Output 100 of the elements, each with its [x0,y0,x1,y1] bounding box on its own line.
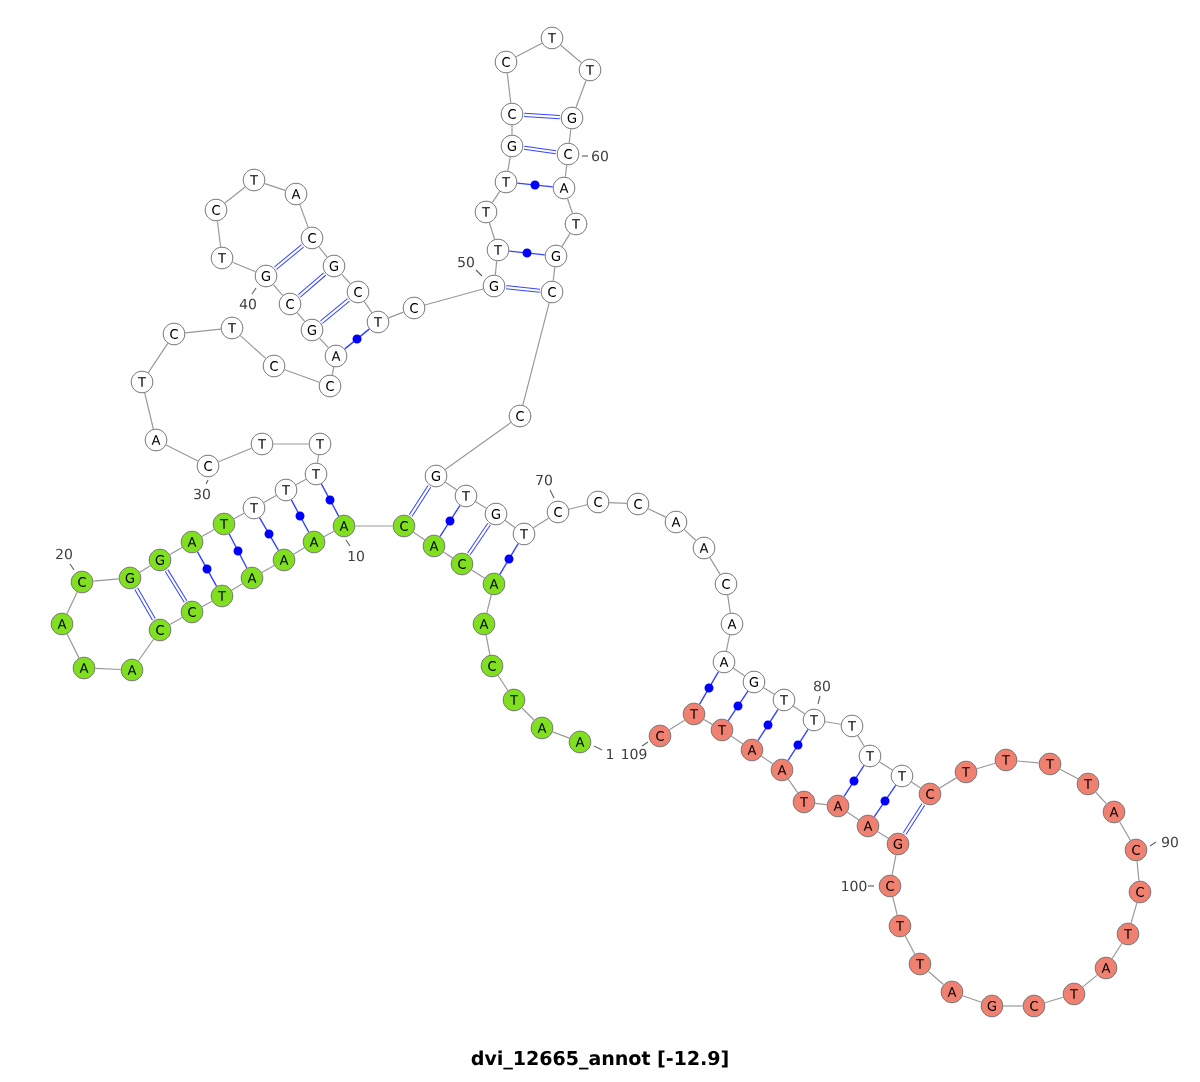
backbone-line [879,761,893,771]
backbone-line [284,369,320,383]
backbone-line [184,328,222,334]
backbone-line [732,667,746,677]
base-pair-line [506,285,540,293]
backbone-line [1002,1005,1024,1007]
backbone-line [442,551,454,559]
backbone-line [217,447,253,463]
backbone-line [488,222,496,240]
base-pair-line [134,587,156,621]
backbone-line [568,504,588,510]
backbone-line [295,478,307,486]
backbone-line [725,634,731,652]
base-pair-line [344,328,370,350]
backbone-line [792,705,806,715]
backbone-line [318,246,328,258]
base-pair-line [787,728,809,762]
backbone-line [1059,768,1079,780]
backbone-line [730,735,744,745]
backbone-line [66,591,78,615]
backbone-line [387,311,405,319]
backbone-line [231,583,243,591]
backbone-line [567,198,574,214]
backbone-line [94,667,122,671]
backbone-line [552,266,556,282]
backbone-line [444,481,458,491]
backbone-line [727,594,731,614]
backbone-line [485,634,491,656]
backbone-line [507,156,511,172]
backbone-line [568,128,572,144]
backbone-line [264,182,286,191]
backbone-line [201,600,213,608]
backbone-line [412,531,426,541]
base-pair-line [757,708,779,742]
backbone-line [552,731,570,739]
base-pair-line [228,533,248,569]
backbone-line [709,557,721,575]
base-pair-line [523,145,557,155]
backbone-line [239,334,267,359]
backbone-line [939,777,957,789]
base-pair-line [843,764,865,798]
backbone-line [522,302,550,406]
backbone-line [261,564,275,574]
backbone-line [272,283,284,296]
backbone-line [1111,942,1123,960]
backbone-line [575,80,587,108]
base-pair-line [196,551,218,587]
backbone-line [787,778,799,794]
backbone-line [927,970,945,986]
backbone-line [506,72,512,104]
base-pair-line [297,272,327,298]
backbone-line [1044,996,1064,1004]
base-pair-line [467,522,491,555]
backbone-line [904,935,916,955]
backbone-line [165,444,199,462]
backbone-line [564,164,568,178]
backbone-line [319,337,329,349]
backbone-line [1082,974,1098,988]
base-pair-line [516,180,554,190]
backbone-line [703,719,713,725]
backbone-line [857,735,865,747]
backbone-line [668,719,686,731]
backbone-line [846,811,860,821]
backbone-line [497,674,509,692]
backbone-line [299,204,309,228]
backbone-line [323,530,335,538]
backbone-line [263,494,277,504]
base-pair-line [873,784,897,818]
base-pair-line [902,803,926,835]
backbone-line [1016,760,1040,764]
backbone-line [1136,860,1140,882]
backbone-line [144,392,154,430]
base-pair-line [499,542,519,575]
backbone-line [504,519,516,528]
base-pair-line [439,504,461,538]
backbone-line [511,124,513,136]
backbone-line [877,831,889,839]
base-pair-line [727,690,749,722]
base-pair-line [320,483,340,517]
backbone-line [560,44,582,64]
backbone-line [201,528,215,538]
backbone-line [910,781,922,789]
backbone-line [216,220,222,248]
backbone-line [169,546,183,556]
backbone-line [444,421,512,471]
backbone-line [561,233,571,247]
base-pair-line [508,248,546,258]
base-pair-line [290,499,310,533]
backbone-line [475,501,487,509]
backbone-line [1130,902,1138,924]
backbone-line [293,547,305,555]
backbone-line [521,707,535,721]
backbone-line [424,288,484,306]
backbone-line [814,802,828,806]
backbone-line [137,638,155,662]
backbone-line [647,508,667,518]
backbone-line [891,854,897,876]
backbone-line [224,186,246,204]
backbone-line [272,443,310,445]
backbone-line [608,501,628,505]
